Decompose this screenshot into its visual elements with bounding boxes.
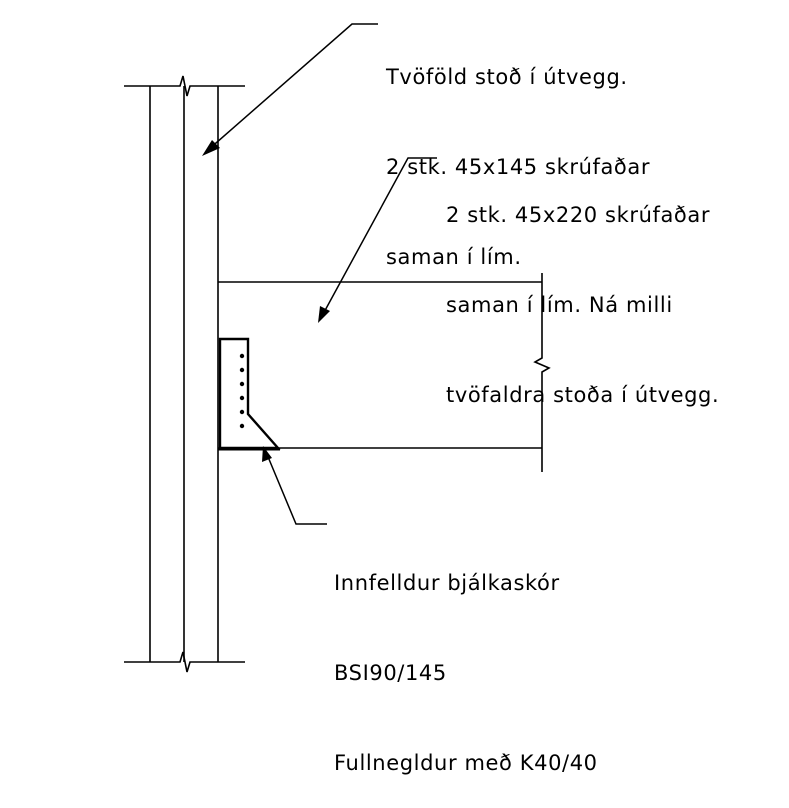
beam-break-line <box>533 273 551 472</box>
note-hanger-line-2: BSI90/145 <box>334 661 447 685</box>
note-beam-line-1: 2 stk. 45x220 skrúfaðar <box>446 203 711 227</box>
leader-beam-arrow <box>318 306 330 323</box>
note-beam-line-2: saman í lím. Ná milli <box>446 293 673 317</box>
note-stud-line-1: Tvöföld stoð í útvegg. <box>386 65 628 89</box>
detail-drawing <box>124 23 551 673</box>
top-break-line <box>124 75 245 97</box>
note-double-stud: Tvöföld stoð í útvegg. 2 stk. 45x145 skr… <box>386 2 650 302</box>
hanger-nails <box>239 353 245 429</box>
leader-stud-arrow <box>202 140 220 156</box>
note-beam: 2 stk. 45x220 skrúfaðar saman í lím. Ná … <box>446 140 719 440</box>
double-stud <box>124 75 245 673</box>
note-hanger-line-1: Innfelldur bjálkaskór <box>334 571 560 595</box>
note-stud-line-2: 2 stk. 45x145 skrúfaðar <box>386 155 651 179</box>
joist-hanger <box>218 337 281 451</box>
bottom-break-line <box>124 651 245 673</box>
leader-hanger-arrow <box>262 446 272 462</box>
hanger-plate <box>218 337 281 450</box>
note-stud-line-3: saman í lím. <box>386 245 522 269</box>
leader-hanger <box>265 451 327 525</box>
note-beam-line-3: tvöfaldra stoða í útvegg. <box>446 383 720 407</box>
leader-lines <box>202 23 437 525</box>
note-hanger-line-3: Fullnegldur með K40/40 <box>334 751 598 775</box>
leader-beam <box>321 157 437 317</box>
leader-stud <box>207 23 378 151</box>
note-joist-hanger: Innfelldur bjálkaskór BSI90/145 Fullnegl… <box>334 508 598 808</box>
